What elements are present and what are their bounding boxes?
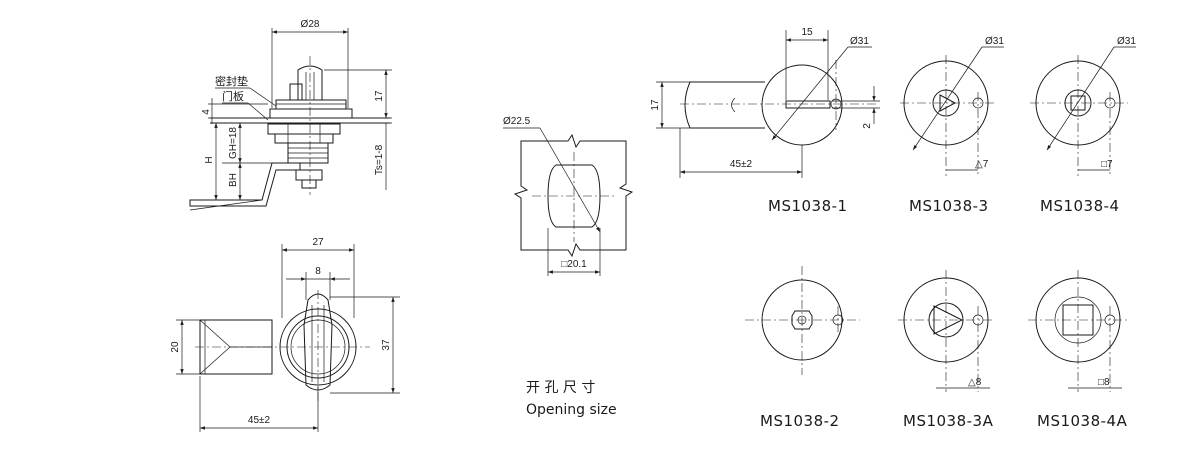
dim-height-17: 17: [374, 90, 385, 102]
dim-15: 15: [801, 27, 813, 38]
dim-key-m3a: △8: [968, 377, 982, 388]
dim-dia-31-m3: Ø31: [985, 36, 1004, 47]
side-view: Ø28 17 Ts=1-8 4 GH=18 H BH 密封垫 门板: [189, 19, 392, 211]
dim-diameter-28: Ø28: [301, 19, 320, 30]
opening-size-view: Ø22.5 □20.1 开 孔 尺 寸 Opening size: [503, 116, 634, 418]
model-ms1038-4: Ø31 □7 MS1038-4: [1030, 36, 1136, 215]
dim-27: 27: [312, 237, 324, 248]
dim-17-m1: 17: [650, 99, 661, 111]
dim-bh: BH: [228, 173, 239, 187]
dim-key-m3: △7: [975, 159, 989, 170]
dim-4: 4: [201, 109, 212, 115]
dim-h: H: [204, 156, 215, 163]
dim-8: 8: [315, 266, 321, 277]
dim-2-m1: 2: [862, 123, 873, 129]
label-gasket: 密封垫: [215, 74, 248, 88]
model-label-ms1038-3: MS1038-3: [909, 197, 989, 215]
model-ms1038-2: MS1038-2: [745, 266, 860, 430]
dim-45-front: 45±2: [248, 415, 271, 426]
model-label-ms1038-1: MS1038-1: [768, 197, 848, 215]
dim-dia-31-m1: Ø31: [850, 36, 869, 47]
model-label-ms1038-4a: MS1038-4A: [1037, 412, 1128, 430]
front-view: 27 8 20 37 45±2: [170, 237, 400, 432]
dim-key-m4a: □8: [1098, 377, 1110, 388]
dim-opening-square: □20.1: [561, 259, 587, 270]
dim-key-m4: □7: [1101, 159, 1113, 170]
dim-opening-diameter: Ø22.5: [503, 116, 531, 127]
model-ms1038-1: 15 Ø31 17 2 45±2 MS1038-1: [650, 27, 880, 215]
model-label-ms1038-2: MS1038-2: [760, 412, 840, 430]
model-label-ms1038-4: MS1038-4: [1040, 197, 1120, 215]
caption-en: Opening size: [526, 402, 617, 418]
dim-gh: GH=18: [228, 127, 239, 159]
dim-dia-31-m4: Ø31: [1117, 36, 1136, 47]
dim-20: 20: [170, 341, 181, 353]
dim-37: 37: [381, 339, 392, 351]
model-ms1038-4a: □8 MS1038-4A: [1028, 270, 1128, 430]
model-ms1038-3a: △8 MS1038-3A: [898, 270, 995, 430]
dim-ts: Ts=1-8: [374, 144, 385, 175]
model-ms1038-3: Ø31 △7 MS1038-3: [900, 36, 1004, 215]
label-door-panel: 门板: [222, 89, 244, 103]
model-label-ms1038-3a: MS1038-3A: [903, 412, 994, 430]
caption-cn: 开 孔 尺 寸: [526, 380, 595, 396]
dim-45-m1: 45±2: [730, 159, 753, 170]
